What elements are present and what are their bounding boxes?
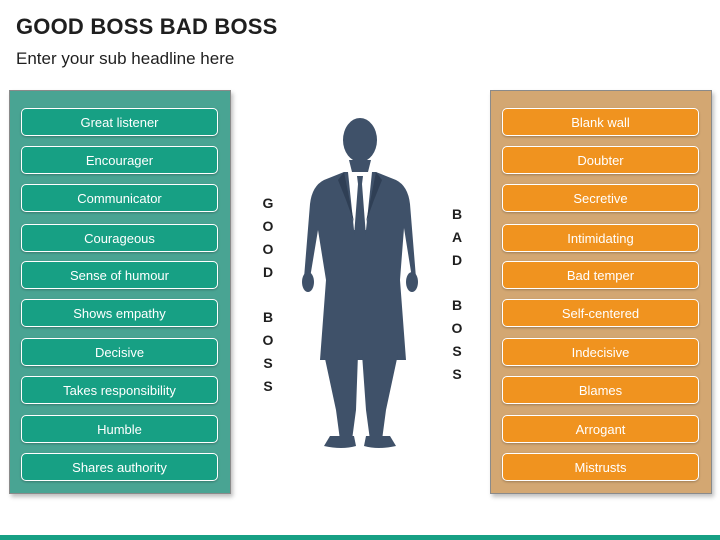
bad-trait-item: Arrogant — [502, 415, 699, 443]
good-trait-item: Encourager — [21, 146, 218, 174]
good-trait-item: Humble — [21, 415, 218, 443]
bad-trait-item: Doubter — [502, 146, 699, 174]
good-trait-item: Great listener — [21, 108, 218, 136]
bad-trait-item: Intimidating — [502, 224, 699, 252]
businessman-silhouette-icon — [302, 118, 418, 448]
bad-trait-item: Blank wall — [502, 108, 699, 136]
bad-trait-item: Blames — [502, 376, 699, 404]
label-letter: O — [451, 320, 463, 336]
good-trait-item: Courageous — [21, 224, 218, 252]
label-gap — [447, 272, 467, 294]
good-trait-item: Shows empathy — [21, 299, 218, 327]
good-boss-vertical-label: G O O D B O S S — [258, 192, 278, 398]
bad-trait-item: Indecisive — [502, 338, 699, 366]
label-letter: O — [262, 241, 274, 257]
label-letter: D — [262, 264, 274, 280]
good-trait-item: Communicator — [21, 184, 218, 212]
label-letter: B — [262, 309, 274, 325]
good-trait-item: Takes responsibility — [21, 376, 218, 404]
bad-boss-vertical-label: B A D B O S S — [447, 203, 467, 386]
footer-accent-bar — [0, 535, 720, 540]
label-letter: S — [263, 378, 273, 394]
bad-boss-panel: Blank wall Doubter Secretive Intimidatin… — [490, 90, 712, 494]
good-boss-panel: Great listener Encourager Communicator C… — [9, 90, 231, 494]
page-title: GOOD BOSS BAD BOSS — [16, 14, 278, 39]
label-letter: O — [262, 218, 274, 234]
bad-trait-item: Bad temper — [502, 261, 699, 289]
label-letter: O — [262, 332, 274, 348]
label-letter: S — [263, 355, 273, 371]
good-trait-item: Decisive — [21, 338, 218, 366]
bad-trait-item: Self-centered — [502, 299, 699, 327]
bad-trait-item: Mistrusts — [502, 453, 699, 481]
bad-trait-item: Secretive — [502, 184, 699, 212]
label-letter: S — [452, 366, 462, 382]
label-gap — [258, 284, 278, 306]
good-trait-item: Sense of humour — [21, 261, 218, 289]
good-trait-item: Shares authority — [21, 453, 218, 481]
label-letter: S — [452, 343, 462, 359]
label-letter: B — [451, 297, 463, 313]
label-letter: B — [451, 206, 463, 222]
label-letter: G — [262, 195, 274, 211]
label-letter: A — [451, 229, 463, 245]
page-subtitle: Enter your sub headline here — [16, 49, 235, 68]
label-letter: D — [451, 252, 463, 268]
